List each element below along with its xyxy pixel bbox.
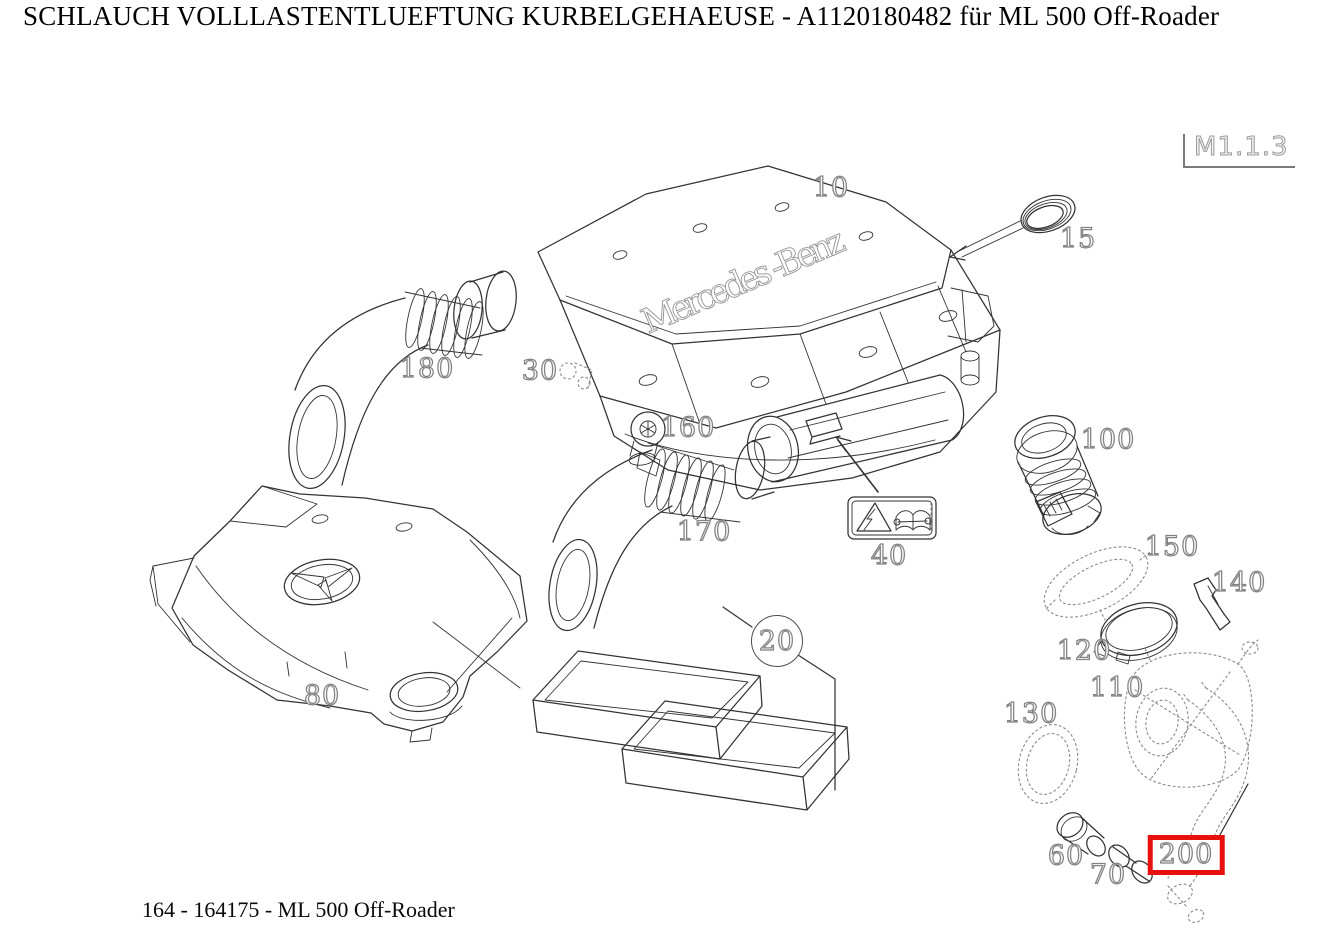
part-intake-hose-180 <box>288 270 517 490</box>
part-intake-hose-170 <box>548 436 775 632</box>
part-callout-130[interactable]: 130 <box>1003 698 1059 730</box>
part-seal-ring-15 <box>1020 194 1076 234</box>
part-callout-100[interactable]: 100 <box>1080 424 1136 456</box>
part-callout-140[interactable]: 140 <box>1211 567 1267 599</box>
footer-caption: 164 - 164175 - ML 500 Off-Roader <box>142 897 455 922</box>
part-callout-60[interactable]: 60 <box>1047 840 1085 872</box>
warning-label-arrow <box>835 436 879 493</box>
part-callout-200[interactable]: 200 <box>1147 835 1225 875</box>
part-callout-30[interactable]: 30 <box>521 355 559 387</box>
part-callout-150[interactable]: 150 <box>1144 531 1200 563</box>
part-screw-30 <box>559 362 593 390</box>
part-throttle-body-110 <box>1123 639 1259 788</box>
highlight-leader-line <box>1215 783 1249 843</box>
part-seal-ring-130 <box>1017 724 1079 804</box>
part-callout-120[interactable]: 120 <box>1056 635 1112 667</box>
part-callout-80[interactable]: 80 <box>303 680 341 712</box>
page-title: SCHLAUCH VOLLLASTENTLUEFTUNG KURBELGEHAE… <box>23 1 1220 31</box>
module-code-badge: M1.1.3 <box>1183 134 1295 168</box>
part-callout-170[interactable]: 170 <box>676 516 732 548</box>
part-callout-180[interactable]: 180 <box>399 353 455 385</box>
part-callout-15[interactable]: 15 <box>1059 223 1097 255</box>
part-clamp-120 <box>1093 602 1178 665</box>
seal-ring-arrow <box>949 220 1024 261</box>
part-engine-cover-80 <box>149 485 528 743</box>
part-gasket-150 <box>1043 546 1151 621</box>
part-callout-160[interactable]: 160 <box>660 412 716 444</box>
part-air-cleaner-housing <box>537 165 1001 491</box>
part-maf-sensor-100 <box>1014 415 1102 535</box>
part-callout-70[interactable]: 70 <box>1089 859 1127 891</box>
part-air-filters-20 <box>532 650 850 811</box>
part-bracket-140 <box>1193 577 1231 631</box>
part-callout-10[interactable]: 10 <box>812 172 850 204</box>
part-warning-label-40 <box>847 496 937 540</box>
part-callout-20[interactable]: 20 <box>751 615 803 667</box>
part-connector-60 <box>1056 812 1106 857</box>
balloon-leader-lines <box>722 606 836 791</box>
part-callout-110[interactable]: 110 <box>1089 672 1145 704</box>
part-callout-40[interactable]: 40 <box>870 540 908 572</box>
